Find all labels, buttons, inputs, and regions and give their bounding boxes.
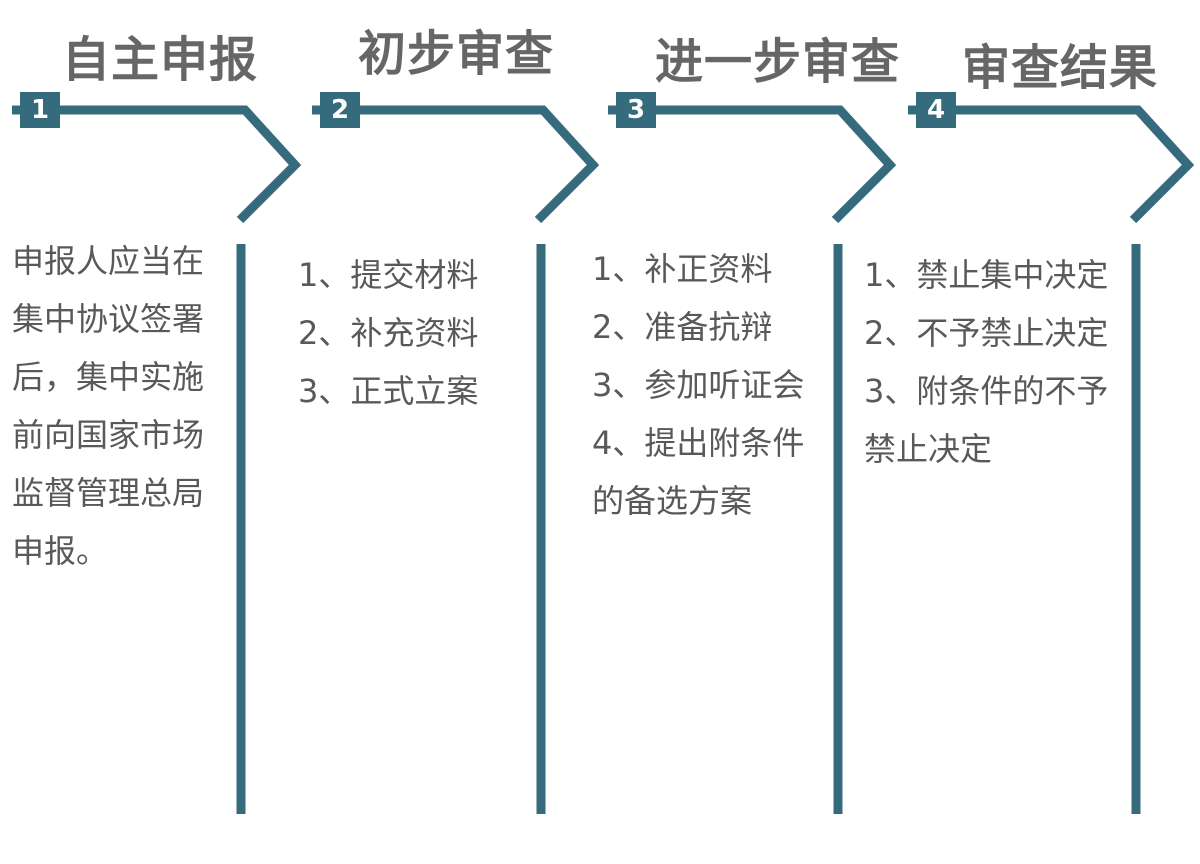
step-4-line: 禁止决定 xyxy=(864,430,993,468)
step-1-title: 自主申报 xyxy=(62,32,259,88)
step-3-line: 1、补正资料 xyxy=(592,250,773,288)
step-2-badge: 2 xyxy=(320,92,360,128)
step-4-arrow-line xyxy=(908,105,1195,224)
step-2-line: 3、正式立案 xyxy=(298,372,479,410)
step-2-line: 2、补充资料 xyxy=(298,314,479,352)
step-1-arrow-line xyxy=(12,105,302,224)
step-3-description: 1、补正资料 2、准备抗辩 3、参加听证会 4、提出附条件 的备选方案 xyxy=(592,240,804,530)
step-2-title: 初步审查 xyxy=(358,26,555,82)
step-1-badge: 1 xyxy=(20,92,60,128)
step-3-badge: 3 xyxy=(616,92,656,128)
step-4-badge: 4 xyxy=(916,92,956,128)
step-1-line: 申报。 xyxy=(12,532,109,570)
step-3-arrow-line xyxy=(608,105,897,224)
step-4-title: 审查结果 xyxy=(962,40,1159,96)
step-1-line: 集中协议签署 xyxy=(12,300,205,338)
step-2-description: 1、提交材料 2、补充资料 3、正式立案 xyxy=(298,246,478,420)
step-4-line: 1、禁止集中决定 xyxy=(864,256,1109,294)
step-3-title: 进一步审查 xyxy=(655,34,901,90)
step-2-arrow-line xyxy=(312,105,600,224)
step-3-line: 的备选方案 xyxy=(592,482,753,520)
step-4-description: 1、禁止集中决定 2、不予禁止决定 3、附条件的不予 禁止决定 xyxy=(864,246,1108,478)
step-1-description: 申报人应当在 集中协议签署 后，集中实施 前向国家市场 监督管理总局 申报。 xyxy=(12,232,204,580)
step-4-line: 3、附条件的不予 xyxy=(864,372,1109,410)
step-1-line: 监督管理总局 xyxy=(12,474,205,512)
step-2-line: 1、提交材料 xyxy=(298,256,479,294)
step-1-line: 申报人应当在 xyxy=(12,242,205,280)
step-1-line: 后，集中实施 xyxy=(12,358,205,396)
step-3-line: 4、提出附条件 xyxy=(592,424,805,462)
step-3-line: 3、参加听证会 xyxy=(592,366,805,404)
step-1-line: 前向国家市场 xyxy=(12,416,205,454)
step-4-line: 2、不予禁止决定 xyxy=(864,314,1109,352)
step-3-line: 2、准备抗辩 xyxy=(592,308,773,346)
